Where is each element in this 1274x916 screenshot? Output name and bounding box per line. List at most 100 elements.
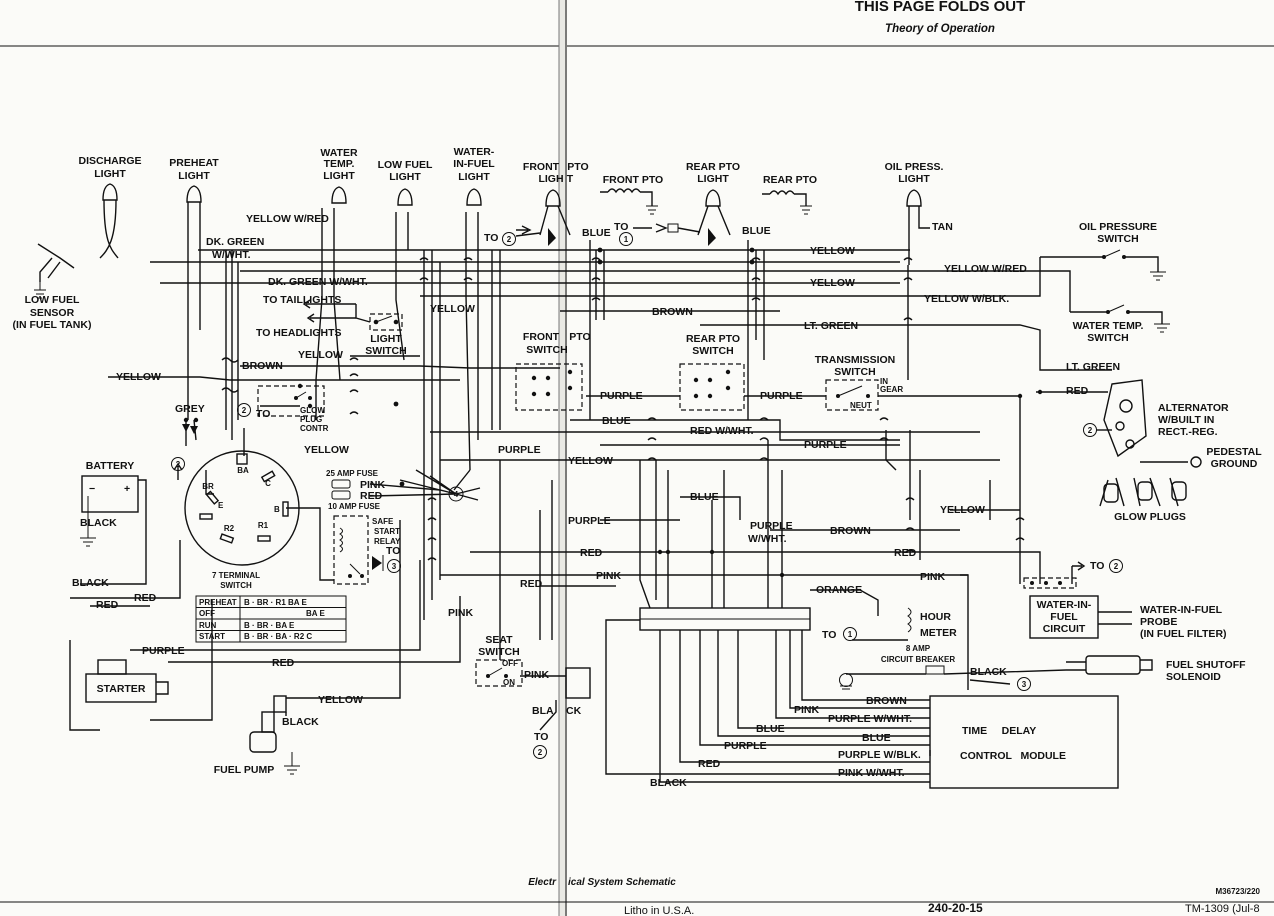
svg-text:TO: TO — [256, 408, 270, 420]
svg-text:GLOW: GLOW — [300, 406, 325, 415]
svg-text:FRONT PTO: FRONT PTO — [603, 174, 663, 186]
figure-caption-right: ical System Schematic — [568, 877, 676, 888]
rear-pto-light: REAR PTO LIGHT — [686, 161, 740, 246]
svg-text:LIGHT: LIGHT — [370, 333, 402, 345]
svg-text:TEMP.: TEMP. — [324, 158, 355, 170]
svg-text:WATER-IN-FUEL: WATER-IN-FUEL — [1140, 604, 1223, 616]
svg-text:2: 2 — [507, 235, 512, 244]
svg-text:LOW FUEL: LOW FUEL — [25, 294, 80, 306]
svg-text:BROWN: BROWN — [866, 695, 907, 707]
section-title: Theory of Operation — [885, 23, 995, 35]
page-number: 240-20-15 — [928, 901, 983, 915]
svg-text:3: 3 — [392, 562, 397, 571]
svg-text:SWITCH: SWITCH — [692, 345, 733, 357]
rear-pto-coil: REAR PTO — [762, 174, 817, 215]
svg-text:B · BR · BA E: B · BR · BA E — [244, 621, 295, 630]
svg-text:WATER-: WATER- — [454, 146, 495, 158]
svg-text:OFF: OFF — [502, 659, 518, 668]
svg-text:B: B — [274, 505, 280, 514]
svg-text:BLACK: BLACK — [72, 577, 109, 589]
svg-text:GROUND: GROUND — [1211, 458, 1258, 470]
svg-text:LOW FUEL: LOW FUEL — [378, 159, 433, 171]
svg-text:2: 2 — [1088, 426, 1093, 435]
ref-circle-4 — [448, 486, 464, 502]
alternator: ALTERNATOR W/BUILT IN RECT.-REG. — [1103, 379, 1229, 458]
svg-text:PURPLE W/BLK.: PURPLE W/BLK. — [838, 749, 921, 761]
svg-text:W/WHT.: W/WHT. — [212, 249, 251, 261]
svg-text:BLUE: BLUE — [756, 723, 785, 735]
junction-dots — [183, 247, 1043, 578]
key-table-row: PREHEAT B · BR · R1 BA E — [199, 598, 307, 607]
svg-text:HOUR: HOUR — [920, 611, 951, 623]
svg-text:4: 4 — [454, 490, 459, 499]
key-table-row: OFF BA E — [199, 609, 325, 618]
svg-text:2: 2 — [176, 460, 181, 469]
svg-text:YELLOW: YELLOW — [304, 444, 349, 456]
svg-text:WATER TEMP.: WATER TEMP. — [1073, 320, 1144, 332]
preheat-light: PREHEAT LIGHT — [169, 157, 219, 420]
svg-text:OIL PRESSURE: OIL PRESSURE — [1079, 221, 1157, 233]
svg-text:W/BUILT IN: W/BUILT IN — [1158, 414, 1214, 426]
wiring-harness — [69, 208, 1112, 783]
svg-text:SAFE: SAFE — [372, 517, 394, 526]
svg-text:RED: RED — [134, 592, 157, 604]
discharge-light: DISCHARGE LIGHT — [78, 155, 142, 259]
svg-text:PINK: PINK — [596, 570, 622, 582]
svg-text:LIGHT: LIGHT — [458, 171, 490, 183]
svg-text:BA E: BA E — [306, 609, 325, 618]
svg-text:BLA: BLA — [532, 705, 554, 717]
svg-text:BLUE: BLUE — [742, 225, 771, 237]
svg-text:CK: CK — [566, 705, 582, 717]
svg-text:YELLOW: YELLOW — [298, 349, 343, 361]
svg-text:YELLOW W/BLK.: YELLOW W/BLK. — [924, 293, 1009, 305]
svg-text:PTO: PTO — [567, 161, 588, 173]
svg-text:RELAY: RELAY — [374, 537, 401, 546]
svg-text:PURPLE: PURPLE — [724, 740, 767, 752]
harness-connector — [565, 667, 591, 699]
glow-plug-controller: GLOW PLUG CONTR — [257, 385, 329, 433]
svg-text:ALTERNATOR: ALTERNATOR — [1158, 402, 1229, 414]
svg-text:CIRCUIT BREAKER: CIRCUIT BREAKER — [881, 655, 955, 664]
starter: STARTER — [85, 659, 169, 703]
glow-plugs: GLOW PLUGS — [1099, 477, 1187, 523]
svg-text:TO: TO — [534, 731, 548, 743]
svg-text:REAR PTO: REAR PTO — [686, 161, 740, 173]
svg-text:8 AMP: 8 AMP — [906, 644, 931, 653]
svg-text:(IN FUEL FILTER): (IN FUEL FILTER) — [1140, 628, 1227, 640]
svg-text:ORANGE: ORANGE — [816, 584, 862, 596]
front-pto-coil: FRONT PTO — [600, 174, 663, 215]
svg-text:SOLENOID: SOLENOID — [1166, 671, 1221, 683]
svg-text:SWITCH: SWITCH — [220, 581, 252, 590]
time-delay-control-module: TIME DELAY CONTROL MODULE — [929, 695, 1119, 789]
svg-text:CIRCUIT: CIRCUIT — [1043, 623, 1086, 635]
svg-text:PURPLE: PURPLE — [750, 520, 793, 532]
svg-text:YELLOW: YELLOW — [940, 504, 985, 516]
svg-text:BLUE: BLUE — [690, 491, 719, 503]
svg-text:SWITCH: SWITCH — [834, 366, 875, 378]
svg-text:BLUE: BLUE — [602, 415, 631, 427]
svg-text:BLACK: BLACK — [970, 666, 1007, 678]
svg-text:FUEL: FUEL — [1050, 611, 1078, 623]
svg-text:BR: BR — [202, 482, 214, 491]
svg-text:YELLOW: YELLOW — [430, 303, 475, 315]
svg-text:GLOW PLUGS: GLOW PLUGS — [1114, 511, 1186, 523]
svg-text:CONTR: CONTR — [300, 424, 329, 433]
svg-text:YELLOW: YELLOW — [318, 694, 363, 706]
svg-text:SEAT: SEAT — [485, 634, 513, 646]
safe-start-relay: SAFE START RELAY — [333, 515, 401, 585]
svg-text:YELLOW: YELLOW — [810, 245, 855, 257]
svg-text:SWITCH: SWITCH — [365, 345, 406, 357]
svg-text:TO: TO — [614, 221, 628, 233]
litho-note: Litho in U.S.A. — [624, 905, 694, 916]
svg-text:PURPLE: PURPLE — [498, 444, 541, 456]
svg-text:RED: RED — [272, 657, 295, 669]
svg-text:LIGHT: LIGHT — [94, 168, 126, 180]
svg-text:OFF: OFF — [199, 609, 215, 618]
svg-text:RECT.-REG.: RECT.-REG. — [1158, 426, 1218, 438]
svg-text:BROWN: BROWN — [830, 525, 871, 537]
svg-text:25 AMP FUSE: 25 AMP FUSE — [326, 469, 379, 478]
svg-text:LIGHT: LIGHT — [697, 173, 729, 185]
svg-text:PINK: PINK — [920, 571, 946, 583]
svg-text:R1: R1 — [258, 521, 269, 530]
